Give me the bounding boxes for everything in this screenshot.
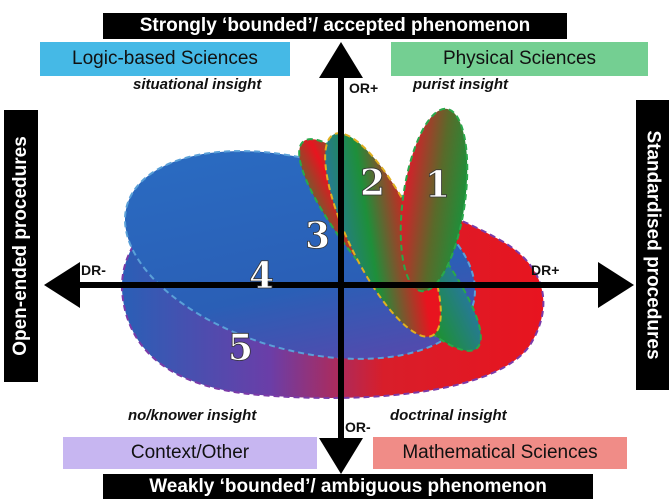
axis-arrow-down bbox=[319, 438, 363, 474]
axis-arrow-left bbox=[44, 262, 80, 308]
context-other-box: Context/Other bbox=[63, 437, 317, 469]
doctrinal-insight-label: doctrinal insight bbox=[390, 407, 507, 424]
or-plus-label: OR+ bbox=[349, 80, 379, 96]
dr-plus-label: DR+ bbox=[531, 262, 560, 278]
region-label-4: 4 bbox=[249, 255, 274, 297]
left-bar: Open-ended procedures bbox=[4, 110, 38, 382]
mathematical-sciences-box: Mathematical Sciences bbox=[373, 437, 627, 469]
left-bar-label: Open-ended procedures bbox=[10, 136, 32, 356]
bottom-bar: Weakly ‘bounded’/ ambiguous phenomenon bbox=[103, 474, 593, 499]
no-knower-insight-label: no/knower insight bbox=[128, 407, 257, 424]
physical-sciences-box: Physical Sciences bbox=[391, 42, 648, 76]
purist-insight-label: purist insight bbox=[413, 76, 508, 93]
logic-based-sciences-box: Logic-based Sciences bbox=[40, 42, 290, 76]
top-bar: Strongly ‘bounded’/ accepted phenomenon bbox=[103, 13, 567, 39]
region-label-2: 2 bbox=[360, 162, 385, 204]
right-bar-label: Standardised procedures bbox=[642, 130, 664, 360]
region-label-5: 5 bbox=[228, 327, 253, 369]
dr-minus-label: DR- bbox=[81, 262, 106, 278]
axis-arrow-right bbox=[598, 262, 634, 308]
situational-insight-label: situational insight bbox=[133, 76, 262, 93]
region-label-1: 1 bbox=[425, 164, 450, 206]
region-label-3: 3 bbox=[305, 215, 330, 257]
region-1-shape bbox=[399, 107, 469, 293]
or-minus-label: OR- bbox=[345, 419, 371, 435]
right-bar: Standardised procedures bbox=[636, 100, 669, 390]
axis-arrow-up bbox=[319, 42, 363, 78]
